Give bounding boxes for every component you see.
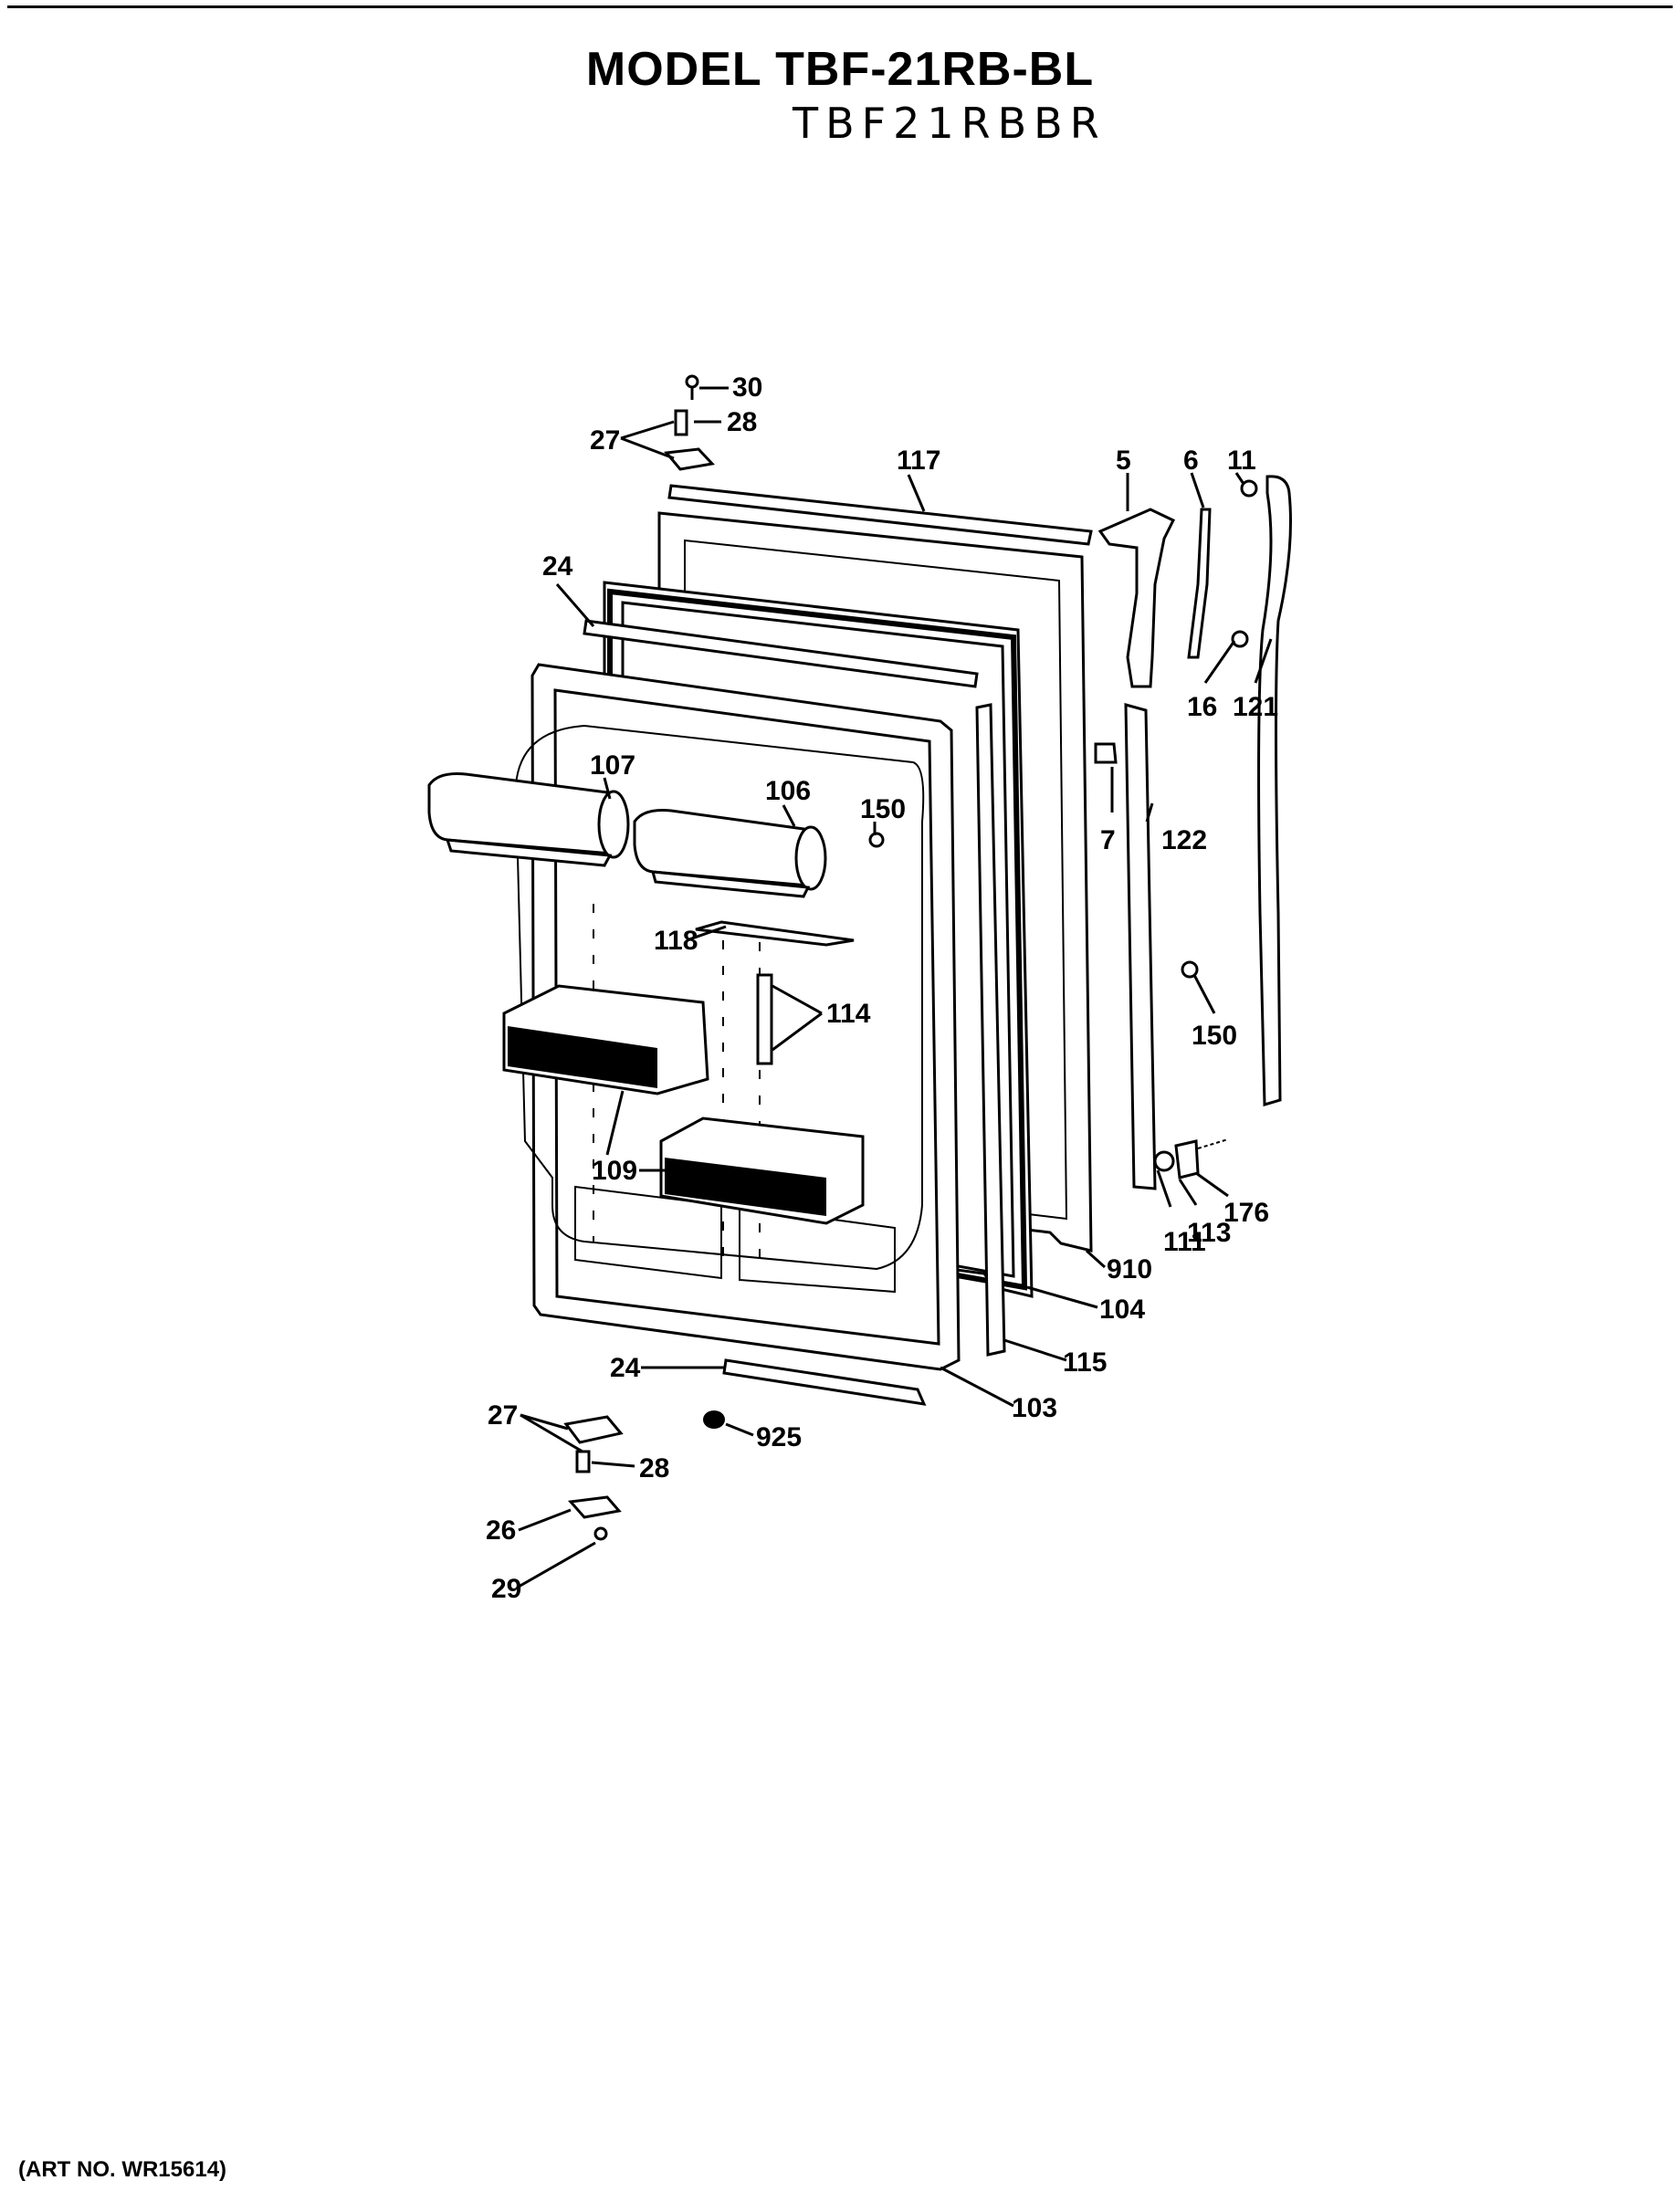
callout-103: 103 — [1012, 1393, 1057, 1423]
callout-24: 24 — [542, 551, 573, 582]
callout-122: 122 — [1161, 825, 1207, 855]
part-122-vertical-strip — [1124, 703, 1157, 1190]
callout-118: 118 — [654, 926, 698, 956]
part-24-bottom-strip — [722, 1358, 927, 1406]
callout-113: 113 — [1187, 1218, 1231, 1248]
part-118-egg-tray — [695, 920, 855, 947]
part-5-end-cap — [1097, 508, 1176, 688]
bottom-hinge-parts — [563, 1410, 725, 1541]
callout-6: 6 — [1183, 446, 1199, 476]
part-115-strip — [975, 703, 1006, 1357]
callout-27-lower: 27 — [488, 1400, 518, 1431]
callout-24-lower: 24 — [610, 1353, 641, 1383]
callout-5: 5 — [1116, 446, 1131, 476]
callout-910: 910 — [1107, 1254, 1152, 1284]
callout-150-lower: 150 — [1192, 1021, 1237, 1051]
callout-107: 107 — [590, 750, 635, 781]
callout-115: 115 — [1063, 1347, 1107, 1378]
top-rule — [7, 5, 1673, 8]
part-6-trim — [1187, 508, 1212, 659]
callout-28-lower: 28 — [639, 1453, 669, 1483]
handwritten-model-number: TBF21RBBR — [793, 99, 1107, 148]
callout-176: 176 — [1223, 1198, 1269, 1228]
part-114-shelf-support — [756, 973, 773, 1065]
callout-16: 16 — [1187, 692, 1217, 722]
callout-26: 26 — [486, 1515, 516, 1546]
callout-30: 30 — [732, 372, 762, 403]
leader-lines — [518, 386, 1273, 1588]
callout-29: 29 — [491, 1574, 521, 1604]
top-hinge-parts — [664, 374, 716, 471]
callout-121: 121 — [1233, 692, 1278, 722]
callout-labels: 30 28 27 117 5 6 11 24 16 121 107 106 15… — [486, 372, 1278, 1604]
callout-925: 925 — [756, 1422, 802, 1452]
callout-114: 114 — [826, 999, 871, 1029]
callout-117: 117 — [897, 446, 940, 476]
callout-28: 28 — [727, 407, 757, 437]
callout-111: 111 — [1163, 1227, 1206, 1257]
callout-27: 27 — [590, 425, 620, 456]
callout-150-upper: 150 — [860, 794, 906, 824]
part-121-handle — [1257, 475, 1292, 1106]
callout-104: 104 — [1099, 1295, 1145, 1325]
part-117-top-trim — [667, 484, 1093, 546]
callout-109: 109 — [592, 1156, 637, 1186]
callout-7: 7 — [1100, 825, 1116, 855]
part-109-door-bins — [502, 984, 865, 1225]
callout-11: 11 — [1227, 446, 1256, 476]
part-24-top-strip — [583, 619, 979, 688]
callout-106: 106 — [765, 776, 811, 806]
art-number: (ART NO. WR15614) — [18, 2157, 227, 2182]
small-hardware — [868, 479, 1258, 1179]
page-title: MODEL TBF-21RB-BL — [585, 43, 1095, 96]
